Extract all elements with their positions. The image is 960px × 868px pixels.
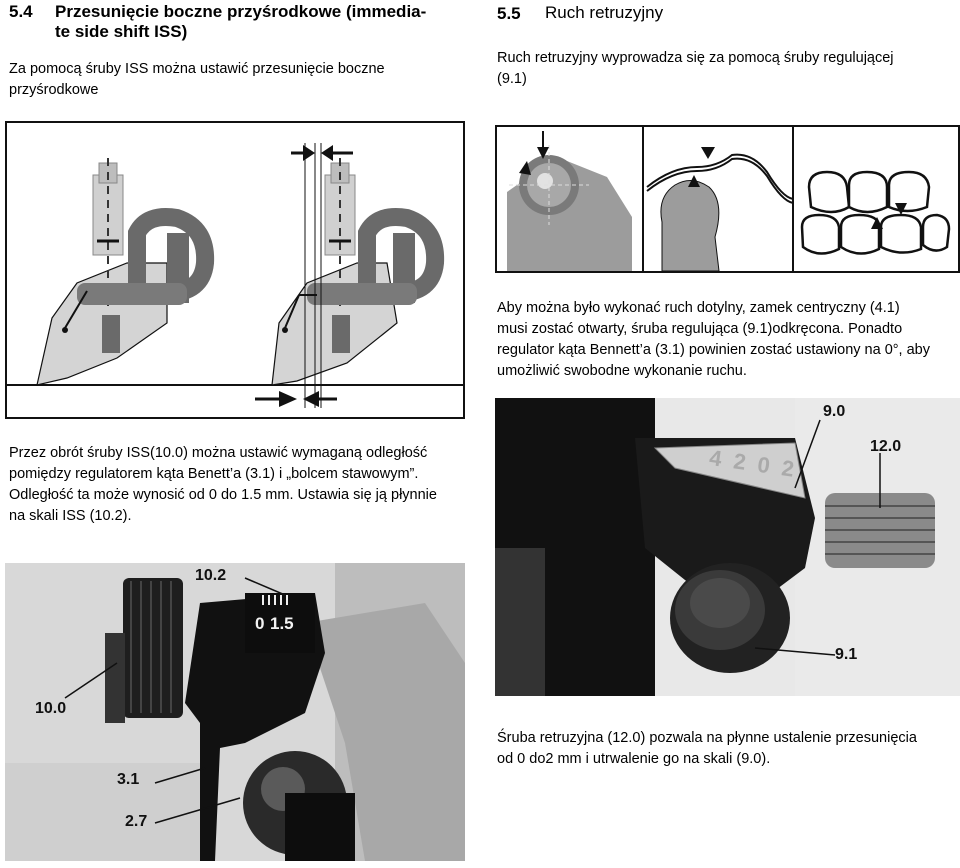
paragraph-line-4: na skali ISS (10.2). bbox=[9, 508, 132, 524]
retrusion-diagram-frame bbox=[495, 125, 960, 273]
paragraph-line-3: Odległość ta może wynosić od 0 do 1.5 mm… bbox=[9, 487, 437, 503]
section-title-line-1: Przesunięcie boczne przyśrodkowe (immedi… bbox=[55, 2, 427, 21]
panel-condyle-ball bbox=[507, 131, 632, 271]
iss-screw-photo: 10.2 0 1.5 10.0 3.1 2.7 bbox=[5, 563, 465, 861]
section-title-5-5: Ruch retruzyjny bbox=[545, 3, 664, 22]
caption-line-1: Śruba retruzyjna (12.0) pozwala na płynn… bbox=[497, 730, 917, 746]
paragraph-line-2: musi zostać otwarty, śruba regulująca (9… bbox=[497, 321, 903, 337]
label-10-0: 10.0 bbox=[35, 700, 67, 717]
paragraph-line-1: Przez obrót śruby ISS(10.0) można ustawi… bbox=[9, 445, 428, 461]
arrow-bottom-pair bbox=[255, 391, 337, 407]
adjusting-knob bbox=[670, 563, 790, 673]
intro-line-2: (9.1) bbox=[497, 71, 527, 87]
section-title-line-2: te side shift ISS) bbox=[55, 22, 188, 41]
scale-label-0: 0 bbox=[255, 614, 265, 633]
paragraph-line-3: regulator kąta Bennett’a (3.1) powinien … bbox=[497, 342, 930, 358]
mechanism-right bbox=[271, 143, 445, 408]
retrusion-caption: Śruba retruzyjna (12.0) pozwala na płynn… bbox=[497, 728, 957, 770]
section-intro-5-5: Ruch retruzyjny wyprowadza się za pomocą… bbox=[497, 48, 957, 90]
section-number-5-5: 5.5 bbox=[497, 4, 521, 23]
iss-schematic bbox=[7, 143, 463, 408]
paragraph-line-2: pomiędzy regulatorem kąta Benett’a (3.1)… bbox=[9, 466, 419, 482]
label-3-1: 3.1 bbox=[117, 771, 140, 788]
label-12-0: 12.0 bbox=[870, 438, 902, 455]
retrusion-screw-photo: 4 2 0 2 9.0 12.0 9.1 bbox=[495, 398, 960, 696]
mechanism-left bbox=[36, 158, 215, 386]
intro-line-1: Ruch retruzyjny wyprowadza się za pomocą… bbox=[497, 50, 894, 66]
intro-line-1: Za pomocą śruby ISS można ustawić przesu… bbox=[9, 61, 385, 77]
label-2-7: 2.7 bbox=[125, 813, 148, 830]
panel-teeth bbox=[800, 170, 951, 255]
retrusion-knurled-screw bbox=[825, 493, 935, 568]
paragraph-line-4: umożliwić swobodne wykonanie ruchu. bbox=[497, 363, 747, 379]
label-9-1: 9.1 bbox=[835, 646, 858, 663]
section-number-5-4: 5.4 bbox=[9, 2, 33, 21]
panel-condyle-shape bbox=[646, 147, 794, 271]
label-10-2: 10.2 bbox=[195, 567, 227, 584]
label-9-0: 9.0 bbox=[823, 403, 846, 420]
iss-paragraph: Przez obrót śruby ISS(10.0) można ustawi… bbox=[9, 443, 479, 527]
paragraph-line-1: Aby można było wykonać ruch dotylny, zam… bbox=[497, 300, 900, 316]
caption-line-2: od 0 do2 mm i utrwalenie go na skali (9.… bbox=[497, 751, 771, 767]
arrow-top-pair bbox=[291, 145, 353, 161]
iss-knurled-screw bbox=[105, 578, 183, 723]
retrusion-paragraph: Aby można było wykonać ruch dotylny, zam… bbox=[497, 298, 957, 382]
scale-label-1-5: 1.5 bbox=[270, 614, 294, 633]
intro-line-2: przyśrodkowe bbox=[9, 82, 99, 98]
section-title-5-4: Przesunięcie boczne przyśrodkowe (immedi… bbox=[55, 2, 475, 42]
iss-diagram-frame bbox=[5, 121, 465, 419]
section-intro-5-4: Za pomocą śruby ISS można ustawić przesu… bbox=[9, 59, 449, 101]
retrusion-schematic bbox=[507, 127, 951, 271]
